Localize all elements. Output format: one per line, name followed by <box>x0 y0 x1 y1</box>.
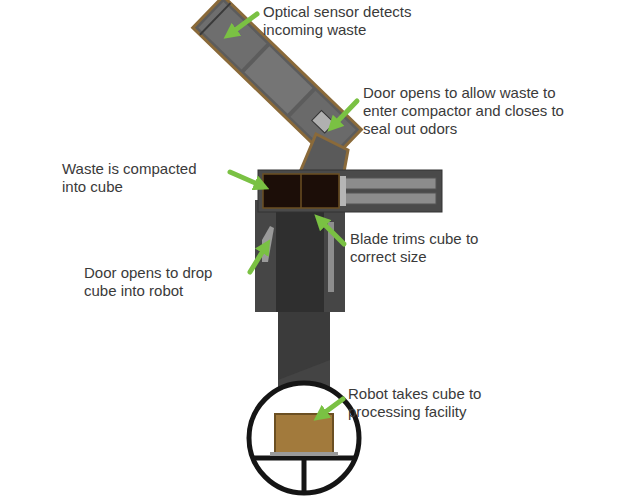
robot-frame <box>302 458 307 492</box>
waste-cube <box>263 174 339 208</box>
chute-elbow <box>300 134 348 172</box>
piston <box>344 193 436 204</box>
ram-plate <box>340 176 346 206</box>
callout-label: Blade trims cube to correct size <box>350 230 510 266</box>
leader-arrow <box>250 246 266 272</box>
leader-arrow <box>320 220 344 244</box>
robot-tray <box>270 452 338 456</box>
leader-arrow <box>333 101 357 126</box>
robot-cube <box>275 414 333 454</box>
drop-door <box>262 226 274 262</box>
compactor-housing <box>258 170 442 212</box>
leader-arrow <box>230 172 262 186</box>
drop-channel <box>276 206 324 312</box>
trim-housing <box>255 200 345 312</box>
callout-label: Door opens to allow waste to enter compa… <box>363 84 568 138</box>
callout-label: Robot takes cube to processing facility <box>348 385 518 421</box>
callout-label: Waste is compacted into cube <box>62 160 222 196</box>
piston <box>344 178 436 189</box>
robot-body <box>249 383 359 493</box>
callout-label: Door opens to drop cube into robot <box>84 264 246 300</box>
leader-arrow <box>230 14 257 34</box>
leader-arrow <box>320 399 343 416</box>
callout-label: Optical sensor detects incoming waste <box>263 3 448 39</box>
